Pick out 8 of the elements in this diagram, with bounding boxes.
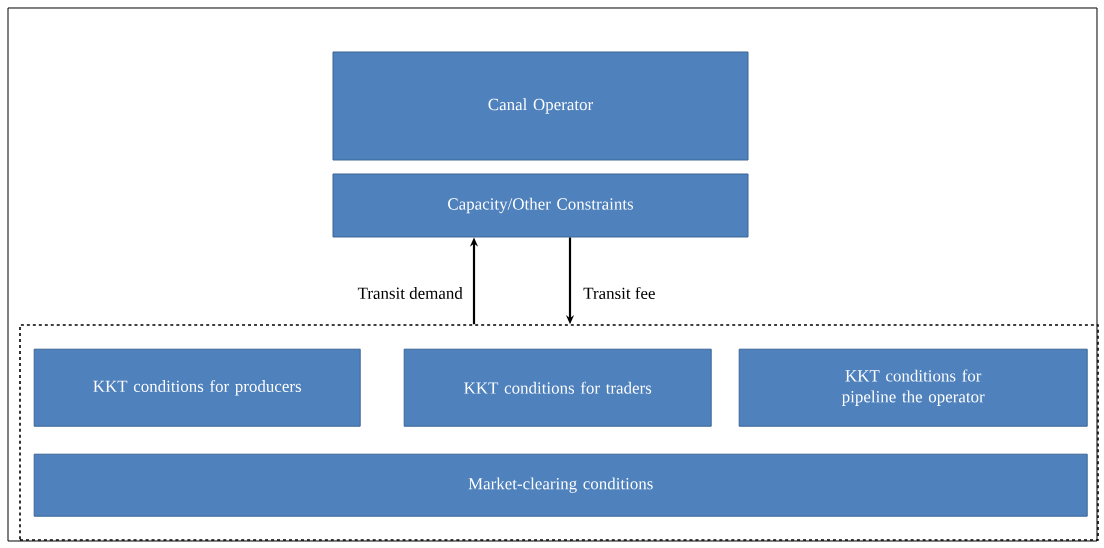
process-box: KKT conditions for traders	[403, 348, 712, 427]
edge-label: Transit demand	[356, 286, 464, 300]
process-box: KKT conditions for producers	[33, 348, 361, 427]
process-box: KKT conditions for pipeline the operator	[738, 348, 1088, 427]
process-box: Capacity/Other Constraints	[332, 173, 749, 238]
dashed-group-box	[19, 324, 1099, 541]
process-box: Market-clearing conditions	[33, 453, 1088, 517]
process-box: Canal Operator	[332, 51, 749, 161]
